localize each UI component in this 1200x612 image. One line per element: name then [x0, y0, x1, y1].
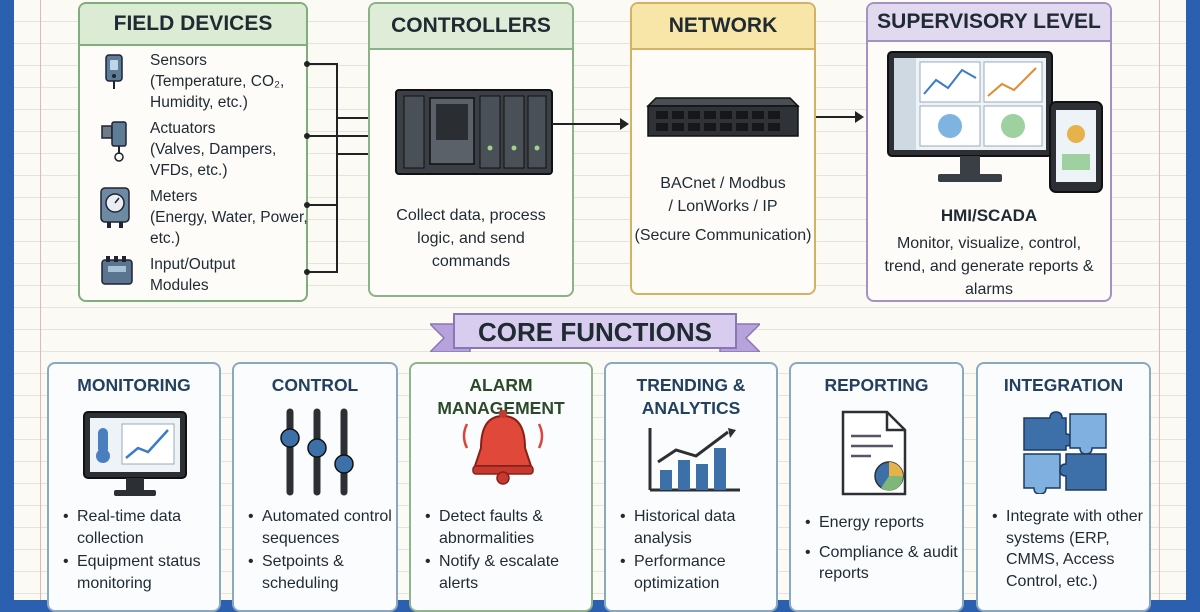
arrow-to-network	[552, 123, 622, 125]
actuators-text: Actuators (Valves, Dampers, VFDs, etc.)	[150, 118, 320, 181]
io-modules-text: Input/Output Modules	[150, 254, 320, 296]
sensors-text: Sensors (Temperature, CO₂, Humidity, etc…	[150, 50, 320, 113]
meters-label: Meters	[150, 188, 198, 205]
bullet-item: Setpoints & scheduling	[246, 551, 392, 594]
bullet-item: Equipment status monitoring	[61, 551, 215, 594]
sensor-icon	[105, 54, 123, 89]
field-device-sensors: Sensors (Temperature, CO₂, Humidity, etc…	[98, 50, 298, 114]
card-monitoring: MONITORING Real-time data collection Equ…	[47, 362, 221, 612]
sliders-icon	[280, 408, 354, 496]
card-title: CONTROL	[271, 375, 359, 395]
card-reporting: REPORTING Energy reports Compliance & au…	[789, 362, 964, 612]
connector-io	[308, 271, 338, 273]
bullet-item: Real-time data collection	[61, 506, 215, 549]
io-modules-detail: Modules	[150, 277, 209, 294]
scada-monitor-icon	[887, 51, 1053, 182]
meter-icon	[100, 187, 130, 228]
field-device-meters: Meters (Energy, Water, Power, etc.)	[98, 186, 308, 250]
connector-sensors	[308, 63, 338, 65]
actuator-icon	[101, 121, 127, 162]
actuators-detail: (Valves, Dampers, VFDs, etc.)	[150, 141, 277, 179]
controllers-description: Collect data, process logic, and send co…	[396, 207, 546, 270]
meters-detail: (Energy, Water, Power, etc.)	[150, 209, 308, 247]
card-alarm-management: ALARM MANAGEMENT Detect faults & abnorma…	[409, 362, 593, 612]
arrow-to-supervisory	[816, 116, 856, 118]
bullet-item: Detect faults & abnormalities	[423, 506, 587, 549]
controllers-title: CONTROLLERS	[370, 4, 572, 50]
connector-dot	[304, 269, 310, 275]
supervisory-title: SUPERVISORY LEVEL	[868, 4, 1110, 42]
supervisory-panel: SUPERVISORY LEVEL HMI/SCADA Monitor, vis…	[866, 2, 1112, 302]
network-secure-note: (Secure Communication)	[634, 227, 812, 244]
card-title: ALARM MANAGEMENT	[437, 375, 565, 418]
card-title: TRENDING & ANALYTICS	[636, 375, 746, 418]
margin-line-right	[1159, 0, 1160, 600]
card-bullets: Energy reports Compliance & audit report…	[803, 512, 958, 587]
connector-bus-vertical	[336, 63, 338, 273]
network-switch-icon	[646, 97, 800, 137]
controllers-panel: CONTROLLERS Collect data, process logic,…	[368, 2, 574, 297]
supervisory-description: Monitor, visualize, control, trend, and …	[884, 235, 1094, 298]
ribbon-banner-icon	[430, 313, 760, 352]
alarm-bell-icon	[462, 410, 544, 485]
card-bullets: Historical data analysis Performance opt…	[618, 506, 772, 596]
card-integration: INTEGRATION Integrate with other systems…	[976, 362, 1151, 612]
connector-meters	[308, 204, 338, 206]
tablet-icon	[1049, 101, 1103, 193]
core-functions-banner: CORE FUNCTIONS	[430, 312, 760, 352]
actuators-label: Actuators	[150, 120, 216, 137]
field-devices-title: FIELD DEVICES	[80, 4, 306, 46]
bullet-item: Automated control sequences	[246, 506, 392, 549]
connector-bus-2	[336, 153, 394, 155]
connector-dot	[304, 133, 310, 139]
bullet-item: Energy reports	[803, 512, 958, 534]
network-protocols: BACnet / Modbus / LonWorks / IP	[660, 175, 786, 215]
card-title: REPORTING	[824, 375, 929, 395]
field-devices-panel: FIELD DEVICES Sensors (Temperature, CO₂,…	[78, 2, 308, 302]
meters-text: Meters (Energy, Water, Power, etc.)	[150, 186, 320, 249]
bullet-item: Integrate with other systems (ERP, CMMS,…	[990, 506, 1145, 592]
bar-chart-icon	[648, 428, 740, 492]
field-device-io-modules: Input/Output Modules	[98, 254, 298, 298]
connector-dot	[304, 202, 310, 208]
card-bullets: Automated control sequences Setpoints & …	[246, 506, 392, 596]
sensors-label: Sensors	[150, 52, 207, 69]
connector-bus-1	[336, 117, 394, 119]
io-module-icon	[101, 256, 133, 285]
card-bullets: Integrate with other systems (ERP, CMMS,…	[990, 506, 1145, 594]
puzzle-icon	[1023, 411, 1107, 494]
card-title: MONITORING	[77, 375, 191, 395]
io-modules-label: Input/Output	[150, 256, 236, 273]
bullet-item: Compliance & audit reports	[803, 542, 958, 585]
margin-line-left	[40, 0, 41, 600]
supervisory-subtitle: HMI/SCADA	[940, 206, 1038, 225]
card-bullets: Detect faults & abnormalities Notify & e…	[423, 506, 587, 596]
core-functions-title: CORE FUNCTIONS	[478, 317, 712, 347]
connector-actuators	[308, 135, 394, 137]
sensors-detail: (Temperature, CO₂, Humidity, etc.)	[150, 73, 285, 111]
card-trending-analytics: TRENDING & ANALYTICS Historical data ana…	[604, 362, 778, 612]
arrow-head	[620, 118, 629, 130]
monitor-dashboard-icon	[83, 411, 187, 496]
field-device-actuators: Actuators (Valves, Dampers, VFDs, etc.)	[98, 118, 298, 182]
bullet-item: Historical data analysis	[618, 506, 772, 549]
bullet-item: Notify & escalate alerts	[423, 551, 587, 594]
arrow-head	[855, 111, 864, 123]
report-document-icon	[841, 410, 907, 496]
plc-controller-icon	[395, 89, 553, 175]
card-control: CONTROL Automated control sequences Setp…	[232, 362, 398, 612]
bullet-item: Performance optimization	[618, 551, 772, 594]
card-title: INTEGRATION	[1003, 375, 1124, 395]
network-panel: NETWORK BACnet / Modbus / LonWorks / IP …	[630, 2, 816, 295]
network-title: NETWORK	[632, 4, 814, 50]
connector-dot	[304, 61, 310, 67]
card-bullets: Real-time data collection Equipment stat…	[61, 506, 215, 596]
